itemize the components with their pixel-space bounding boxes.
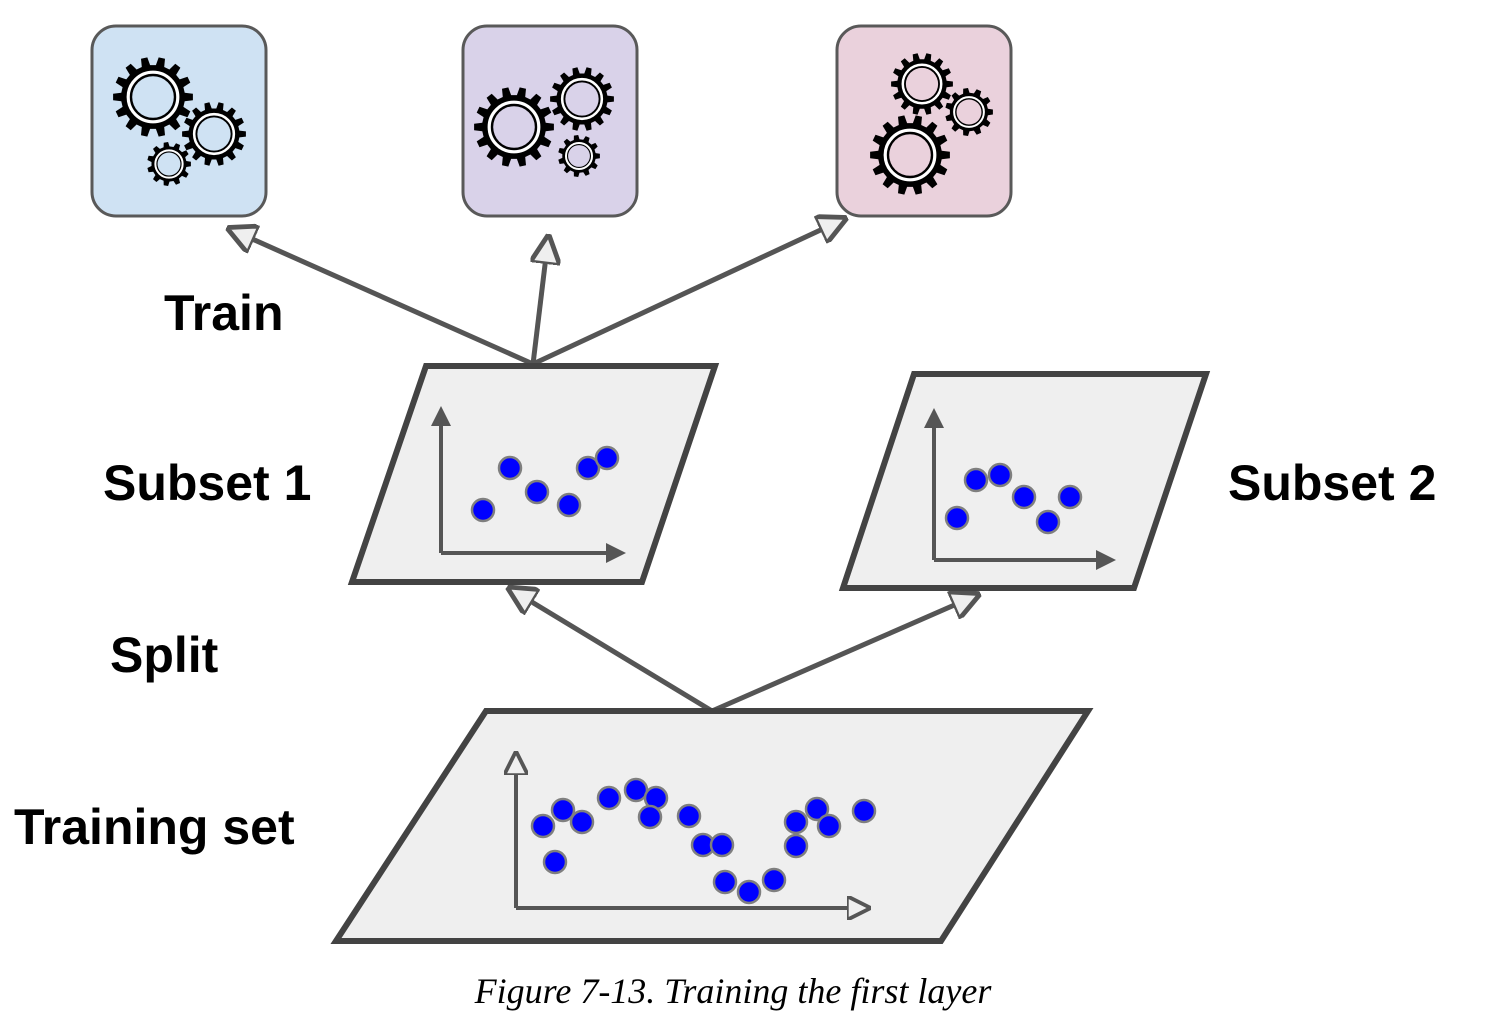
subset-2-label: Subset 2 — [1228, 455, 1436, 511]
predictor-box-1 — [90, 24, 268, 218]
data-point — [1011, 484, 1037, 510]
train-arrow-1 — [232, 230, 535, 367]
data-point — [569, 809, 595, 835]
figure-caption: Figure 7-13. Training the first layer — [474, 971, 993, 1011]
train-arrows — [232, 220, 842, 367]
data-point — [761, 867, 787, 893]
subset-2-panel — [838, 371, 1211, 591]
data-point — [497, 455, 523, 481]
gears-icon — [474, 67, 614, 177]
data-point — [676, 803, 702, 829]
subset-1-label: Subset 1 — [103, 455, 311, 511]
training-set-points — [530, 777, 877, 905]
data-point — [637, 804, 663, 830]
data-point — [987, 462, 1013, 488]
data-point — [963, 467, 989, 493]
gears-icon — [113, 57, 246, 186]
data-point — [530, 813, 556, 839]
data-point — [575, 455, 601, 481]
data-point — [804, 796, 830, 822]
predictor-box-2 — [461, 24, 639, 218]
subset-1-axes — [431, 406, 626, 563]
data-point — [851, 798, 877, 824]
data-point — [542, 849, 568, 875]
train-label: Train — [164, 285, 283, 341]
data-point — [524, 479, 550, 505]
data-point — [783, 809, 809, 835]
train-arrow-3 — [531, 220, 842, 367]
training-set-axes — [516, 756, 866, 908]
data-point — [736, 879, 762, 905]
data-point — [1035, 509, 1061, 535]
subset-2-points — [944, 462, 1083, 535]
data-point — [470, 497, 496, 523]
subset-1-panel — [347, 363, 720, 585]
data-point — [816, 813, 842, 839]
data-point — [556, 492, 582, 518]
predictor-box-3 — [835, 24, 1013, 218]
split-label: Split — [110, 627, 219, 683]
data-point — [594, 445, 620, 471]
data-point — [783, 833, 809, 859]
data-point — [623, 777, 649, 803]
split-arrows — [512, 590, 975, 714]
data-point — [712, 869, 738, 895]
subset-2-axes — [924, 408, 1116, 570]
data-point — [550, 797, 576, 823]
data-point — [944, 505, 970, 531]
split-arrow-1 — [512, 590, 714, 714]
split-arrow-2 — [710, 596, 975, 714]
training-set-label: Training set — [14, 799, 295, 855]
train-arrow-2 — [533, 240, 548, 365]
subset-1-points — [470, 445, 620, 523]
data-point — [709, 832, 735, 858]
data-point — [596, 785, 622, 811]
gears-icon — [870, 53, 993, 195]
training-set-panel — [330, 708, 1094, 944]
data-point — [1057, 484, 1083, 510]
